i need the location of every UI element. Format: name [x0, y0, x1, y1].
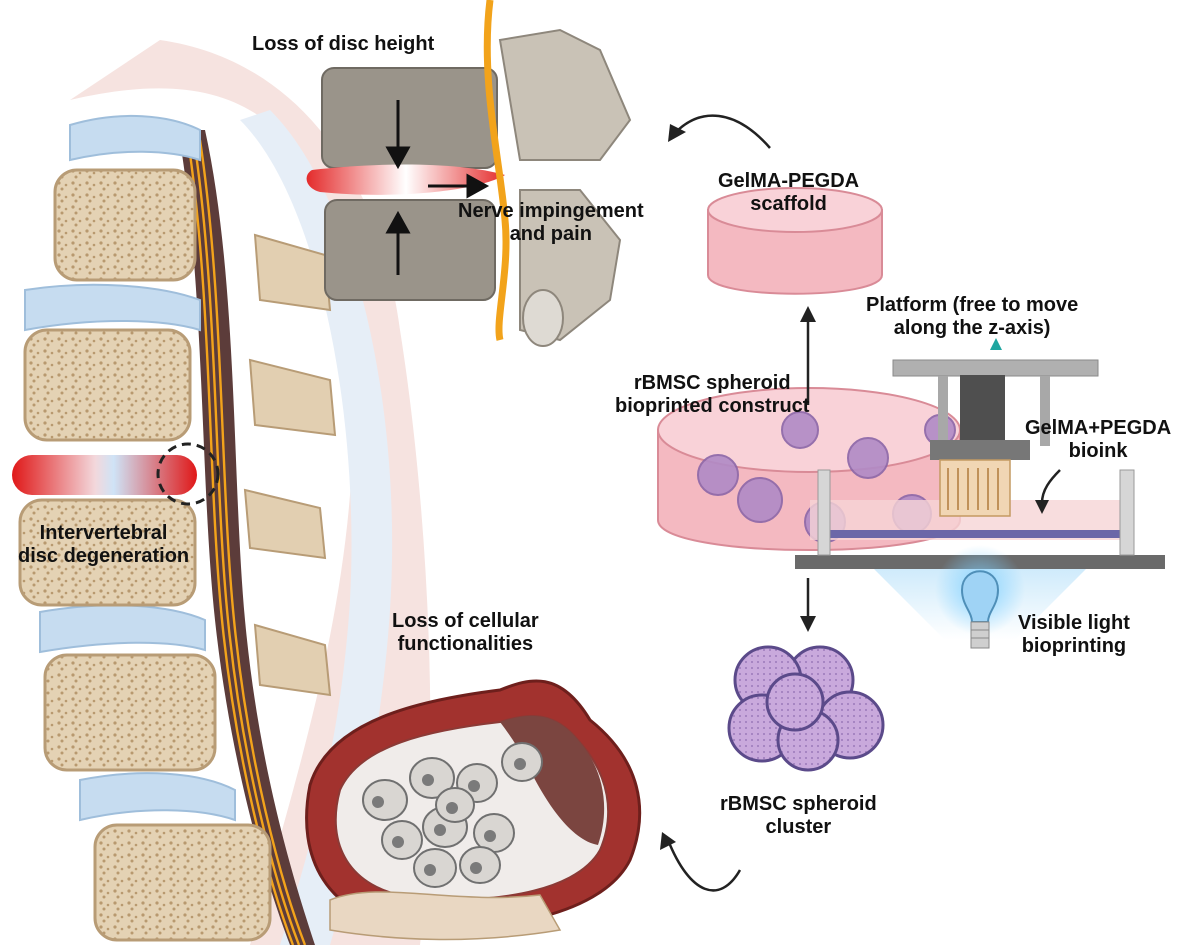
flow-arrows [666, 114, 1061, 892]
vertebral-bodies [18, 168, 272, 942]
spine-illustration [12, 40, 431, 945]
compression-arrows [385, 100, 490, 275]
light-bulb-icon [960, 570, 1000, 623]
bioprinter [795, 338, 1165, 649]
spheroid-cluster [727, 645, 885, 772]
degeneration-highlight-circle [156, 442, 220, 506]
gelma-pegda-scaffold [707, 187, 883, 295]
arrow-cluster-to-disc [666, 839, 742, 892]
label-loss-of-disc-height: Loss of disc height [252, 33, 435, 55]
degenerated-disc [12, 455, 197, 495]
cell-nuclei [372, 758, 526, 876]
spinous-processes [243, 233, 337, 697]
lower-vertebra [324, 199, 496, 301]
disc-cross-section [305, 679, 642, 941]
arrowheads [660, 124, 1049, 850]
intervertebral-discs [24, 114, 236, 822]
printed-lattice [939, 459, 1011, 517]
vertebrae-detail [306, 0, 632, 347]
nerve-root [483, 0, 510, 341]
upper-vertebra [321, 67, 498, 169]
arrow-scaffold-to-spine [675, 114, 771, 149]
platform-bar [892, 359, 1099, 377]
arrow-bioink [1040, 469, 1061, 504]
